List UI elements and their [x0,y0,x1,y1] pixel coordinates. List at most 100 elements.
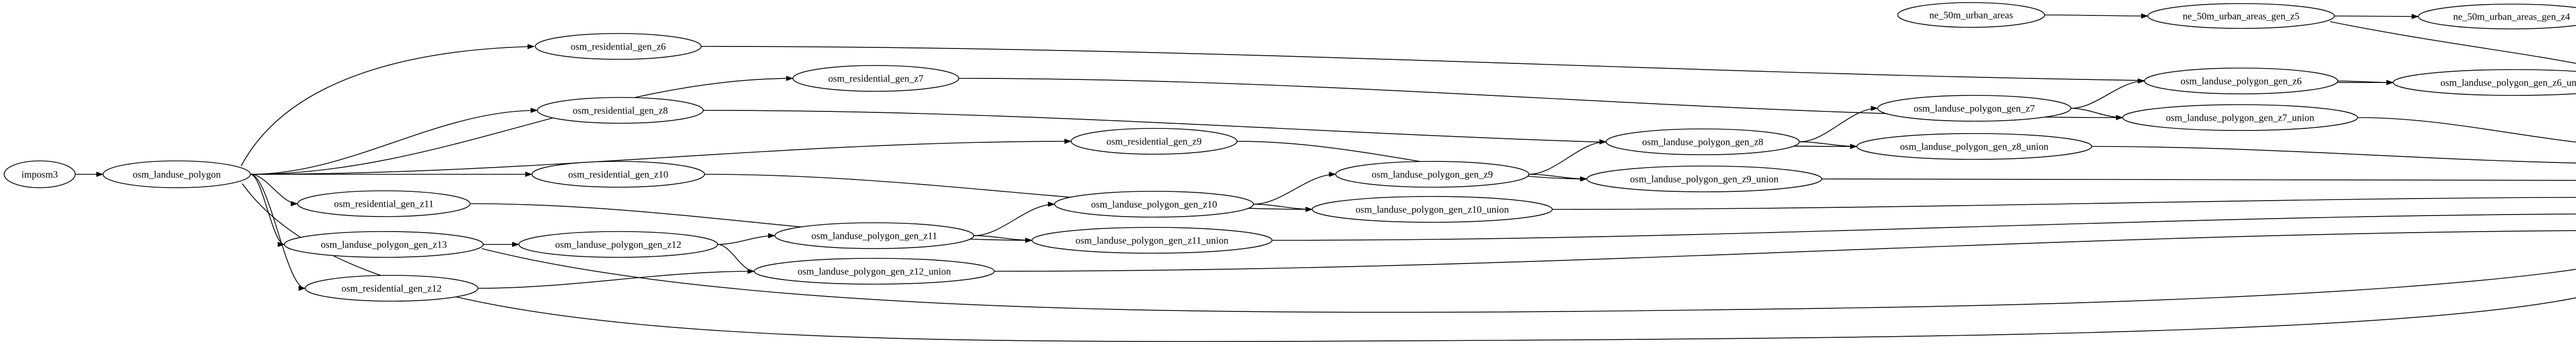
node-ellipse-osm_landuse_polygon_gen_z13 [284,231,484,258]
edge-osm_landuse_polygon_gen_z9-to-osm_landuse_polygon_gen_z8 [1529,139,1607,175]
node-ellipse-osm_landuse_polygon_gen_z9 [1335,161,1530,188]
node-osm_landuse_polygon_gen_z7_union: osm_landuse_polygon_gen_z7_union [2122,104,2358,131]
nodes-layer: imposm3 osm_landuse_polygon osm_residentia… [4,2,2576,302]
node-ellipse-osm_residential_gen_z12 [304,275,479,302]
edge-osm_landuse_polygon_gen_z7_union-to-layer_landuse-z7 [2357,117,2576,143]
node-osm_landuse_polygon_gen_z7: osm_landuse_polygon_gen_z7 [1877,95,2072,122]
node-osm_landuse_polygon_gen_z11_union: osm_landuse_polygon_gen_z11_union [1031,227,1273,254]
node-label-osm_landuse_polygon_gen_z11: osm_landuse_polygon_gen_z11 [811,231,937,242]
edge-osm_landuse_polygon_gen_z9-to-osm_landuse_polygon_gen_z9_union [1529,174,1587,182]
edge-osm_landuse_polygon_gen_z10_union-to-layer_landuse-z10 [1552,196,2576,210]
node-label-osm_landuse_polygon_gen_z7_union: osm_landuse_polygon_gen_z7_union [2166,113,2315,124]
node-ellipse-osm_landuse_polygon_gen_z12_union [754,258,995,285]
node-ellipse-osm_residential_gen_z8 [537,97,704,124]
node-ellipse-osm_landuse_polygon_gen_z11 [774,222,974,249]
node-osm_residential_gen_z12: osm_residential_gen_z12 [304,275,479,302]
node-ellipse-osm_landuse_polygon_gen_z8_union [1856,133,2092,160]
node-ellipse-osm_residential_gen_z6 [535,33,702,60]
node-osm_landuse_polygon_gen_z6: osm_landuse_polygon_gen_z6 [2144,68,2338,94]
edge-osm_landuse_polygon_gen_z10-to-osm_landuse_polygon_gen_z10_union [1253,204,1313,212]
edge-osm_landuse_polygon-to-osm_residential_gen_z11 [250,174,298,206]
node-osm_landuse_polygon_gen_z12_union: osm_landuse_polygon_gen_z12_union [754,258,995,285]
node-osm_landuse_polygon_gen_z11: osm_landuse_polygon_gen_z11 [774,222,974,249]
edge-osm_landuse_polygon_gen_z13-to-layer_landuse-z13 [481,248,2576,313]
edge-osm_landuse_polygon-to-osm_residential_gen_z7 [250,76,793,175]
node-ellipse-osm_landuse_polygon_gen_z7 [1877,95,2072,122]
node-ellipse-osm_landuse_polygon_gen_z12 [518,231,718,258]
node-osm_residential_gen_z10: osm_residential_gen_z10 [531,161,705,188]
node-imposm3: imposm3 [4,160,76,188]
node-ellipse-osm_landuse_polygon [103,160,251,188]
node-ellipse-imposm3 [4,160,76,188]
edge-osm_landuse_polygon_gen_z12-to-osm_landuse_polygon_gen_z12_union [717,244,755,274]
node-osm_residential_gen_z8: osm_residential_gen_z8 [537,97,704,124]
edge-osm_landuse_polygon-to-osm_residential_gen_z9 [250,139,1072,175]
node-ellipse-osm_landuse_polygon_gen_z8 [1605,128,1800,155]
node-label-osm_landuse_polygon_gen_z12: osm_landuse_polygon_gen_z12 [555,240,682,251]
node-label-osm_residential_gen_z6: osm_residential_gen_z6 [571,42,666,53]
edge-osm_landuse_polygon_gen_z12_union-to-layer_landuse-z12 [994,230,2576,272]
node-label-osm_landuse_polygon_gen_z8: osm_landuse_polygon_gen_z8 [1642,137,1763,148]
node-label-osm_residential_gen_z9: osm_residential_gen_z9 [1107,137,1202,147]
node-label-osm_landuse_polygon_gen_z8_union: osm_landuse_polygon_gen_z8_union [1900,142,2049,153]
node-label-osm_landuse_polygon_gen_z12_union: osm_landuse_polygon_gen_z12_union [798,267,951,277]
edge-osm_landuse_polygon_gen_z8-to-osm_landuse_polygon_gen_z7 [1799,106,1878,142]
edge-osm_landuse_polygon-to-osm_landuse_polygon_gen_z13 [250,174,285,247]
node-osm_landuse_polygon_gen_z12: osm_landuse_polygon_gen_z12 [518,231,718,258]
node-ellipse-osm_residential_gen_z11 [297,190,471,217]
node-label-osm_landuse_polygon_gen_z9_union: osm_landuse_polygon_gen_z9_union [1630,174,1779,185]
node-osm_landuse_polygon_gen_z13: osm_landuse_polygon_gen_z13 [284,231,484,258]
node-ellipse-osm_landuse_polygon_gen_z7_union [2122,104,2358,131]
edge-osm_residential_gen_z6-to-osm_landuse_polygon_gen_z6_union [701,46,2394,85]
edge-ne_50m_urban_areas-to-ne_50m_urban_areas_gen_z5 [2044,13,2148,19]
edge-osm_landuse_polygon_gen_z11_union-to-layer_landuse-z11 [1272,213,2576,241]
edge-ne_50m_urban_areas_gen_z5-to-layer_landuse-z5 [2330,21,2576,64]
node-ne_50m_urban_areas_gen_z5: ne_50m_urban_areas_gen_z5 [2147,3,2335,29]
node-ellipse-osm_landuse_polygon_gen_z9_union [1586,166,1822,192]
node-osm_landuse_polygon_gen_z8: osm_landuse_polygon_gen_z8 [1605,128,1800,155]
node-label-osm_landuse_polygon_gen_z11_union: osm_landuse_polygon_gen_z11_union [1076,236,1229,246]
node-label-imposm3: imposm3 [22,170,58,180]
edge-osm_landuse_polygon-to-osm_residential_gen_z6 [241,44,535,167]
node-label-osm_residential_gen_z10: osm_residential_gen_z10 [568,170,668,180]
node-label-osm_landuse_polygon_gen_z9: osm_landuse_polygon_gen_z9 [1371,170,1493,180]
node-osm_landuse_polygon_gen_z9: osm_landuse_polygon_gen_z9 [1335,161,1530,188]
node-label-osm_landuse_polygon: osm_landuse_polygon [133,170,221,180]
edge-osm_landuse_polygon_gen_z9_union-to-layer_landuse-z9 [1821,178,2576,181]
node-label-osm_landuse_polygon_gen_z7: osm_landuse_polygon_gen_z7 [1913,104,2035,114]
node-osm_landuse_polygon: osm_landuse_polygon [103,160,251,188]
node-osm_residential_gen_z7: osm_residential_gen_z7 [792,65,959,92]
node-osm_landuse_polygon_gen_z10_union: osm_landuse_polygon_gen_z10_union [1312,196,1553,223]
edge-osm_landuse_polygon_gen_z11-to-osm_landuse_polygon_gen_z11_union [973,235,1032,243]
edge-osm_landuse_polygon-to-osm_residential_gen_z12 [250,174,306,291]
node-ne_50m_urban_areas_gen_z4: ne_50m_urban_areas_gen_z4 [2418,4,2576,29]
edge-osm_landuse_polygon_gen_z11-to-osm_landuse_polygon_gen_z10 [973,202,1055,236]
node-ellipse-osm_residential_gen_z7 [792,65,959,92]
edge-osm_landuse_polygon_gen_z6-to-osm_landuse_polygon_gen_z6_union [2337,79,2394,85]
node-label-osm_landuse_polygon_gen_z10_union: osm_landuse_polygon_gen_z10_union [1355,205,1509,216]
edge-osm_landuse_polygon_gen_z10-to-osm_landuse_polygon_gen_z9 [1253,172,1336,205]
node-ellipse-ne_50m_urban_areas_gen_z4 [2418,4,2576,29]
node-osm_landuse_polygon_gen_z6_union: osm_landuse_polygon_gen_z6_union [2393,69,2576,96]
node-ellipse-ne_50m_urban_areas_gen_z5 [2147,3,2335,29]
node-osm_landuse_polygon_gen_z10: osm_landuse_polygon_gen_z10 [1054,191,1254,218]
node-ellipse-osm_residential_gen_z9 [1071,128,1238,155]
node-label-osm_residential_gen_z11: osm_residential_gen_z11 [334,199,433,210]
node-label-osm_landuse_polygon_gen_z6: osm_landuse_polygon_gen_z6 [2180,76,2301,87]
node-osm_landuse_polygon_gen_z9_union: osm_landuse_polygon_gen_z9_union [1586,166,1822,192]
node-ellipse-osm_landuse_polygon_gen_z11_union [1031,227,1273,254]
node-ellipse-osm_landuse_polygon_gen_z10 [1054,191,1254,218]
node-ne_50m_urban_areas: ne_50m_urban_areas [1897,2,2045,28]
node-osm_residential_gen_z6: osm_residential_gen_z6 [535,33,702,60]
edge-ne_50m_urban_areas_gen_z5-to-ne_50m_urban_areas_gen_z4 [2334,13,2419,19]
node-label-ne_50m_urban_areas_gen_z5: ne_50m_urban_areas_gen_z5 [2183,11,2300,22]
edge-osm_landuse_polygon_gen_z8_union-to-layer_landuse-z8 [2091,146,2576,163]
edge-osm_landuse_polygon_gen_z7-to-osm_landuse_polygon_gen_z7_union [2071,108,2123,120]
edge-osm_landuse_polygon-to-osm_residential_gen_z8 [250,108,538,175]
node-label-osm_landuse_polygon_gen_z13: osm_landuse_polygon_gen_z13 [321,240,447,251]
edge-osm_landuse_polygon_gen_z12-to-osm_landuse_polygon_gen_z11 [717,233,775,245]
node-ellipse-osm_landuse_polygon_gen_z6_union [2393,69,2576,96]
node-label-osm_landuse_polygon_gen_z10: osm_landuse_polygon_gen_z10 [1091,200,1217,210]
